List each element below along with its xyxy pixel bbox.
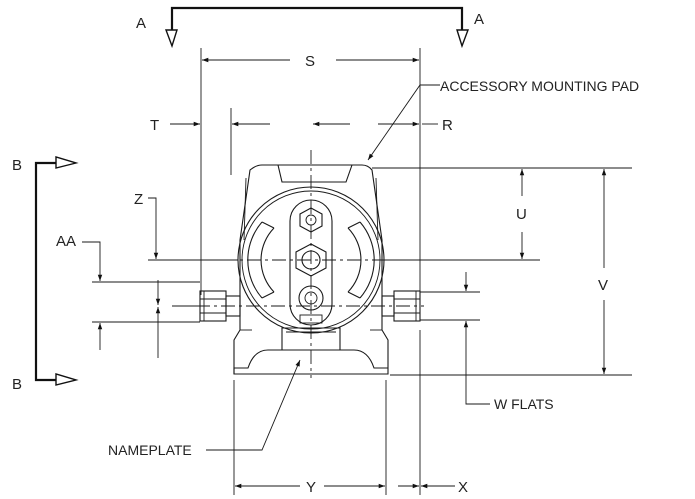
- section-a-right-arrow: [456, 29, 470, 49]
- dim-z-label: Z: [134, 191, 143, 208]
- leader-nameplate: NAMEPLATE: [108, 359, 301, 458]
- dim-aa-label: AA: [56, 233, 76, 250]
- left-fitting: [199, 290, 241, 322]
- dim-t-label: T: [150, 117, 159, 134]
- section-b-bottom-arrow: [55, 373, 79, 386]
- dimension-t: T: [150, 117, 270, 134]
- extension-lines: [92, 48, 632, 495]
- bottom-port: [298, 285, 324, 311]
- dim-v-label: V: [598, 277, 608, 294]
- dim-r-label: R: [442, 117, 453, 134]
- dimension-u: U: [516, 168, 527, 259]
- section-b-top-label: B: [12, 157, 22, 174]
- right-fitting: [381, 290, 421, 322]
- section-a-right-label: A: [474, 11, 484, 28]
- section-line-a: A A: [136, 6, 484, 49]
- center-lines: [196, 150, 424, 378]
- dimension-x: X: [398, 479, 468, 496]
- dimension-v: V: [598, 168, 608, 374]
- dimension-y: Y: [234, 479, 385, 496]
- dimension-s: S: [201, 53, 419, 70]
- section-b-top-arrow: [55, 156, 79, 169]
- section-a-left-label: A: [136, 15, 146, 32]
- section-a-left-arrow: [164, 29, 178, 49]
- dimension-aa: AA: [56, 233, 161, 358]
- section-line-b: B B: [12, 156, 79, 393]
- nameplate-label: NAMEPLATE: [108, 442, 192, 458]
- section-b-bottom-label: B: [12, 376, 22, 393]
- dimension-r: R: [313, 117, 453, 134]
- dim-y-label: Y: [306, 479, 316, 496]
- dim-x-label: X: [458, 479, 468, 496]
- accessory-pad-label: ACCESSORY MOUNTING PAD: [440, 78, 639, 94]
- center-hex-nut: [295, 243, 327, 277]
- dim-s-label: S: [305, 53, 315, 70]
- cover-plate: [237, 186, 385, 334]
- dimension-w-flats: W FLATS: [463, 272, 554, 412]
- dim-w-label: W FLATS: [494, 396, 554, 412]
- center-bar: [289, 199, 333, 326]
- leader-accessory-pad: ACCESSORY MOUNTING PAD: [367, 78, 639, 161]
- top-nut: [299, 207, 323, 233]
- dimension-z: Z: [134, 191, 159, 259]
- pump-body: [233, 164, 389, 375]
- dim-u-label: U: [516, 206, 527, 223]
